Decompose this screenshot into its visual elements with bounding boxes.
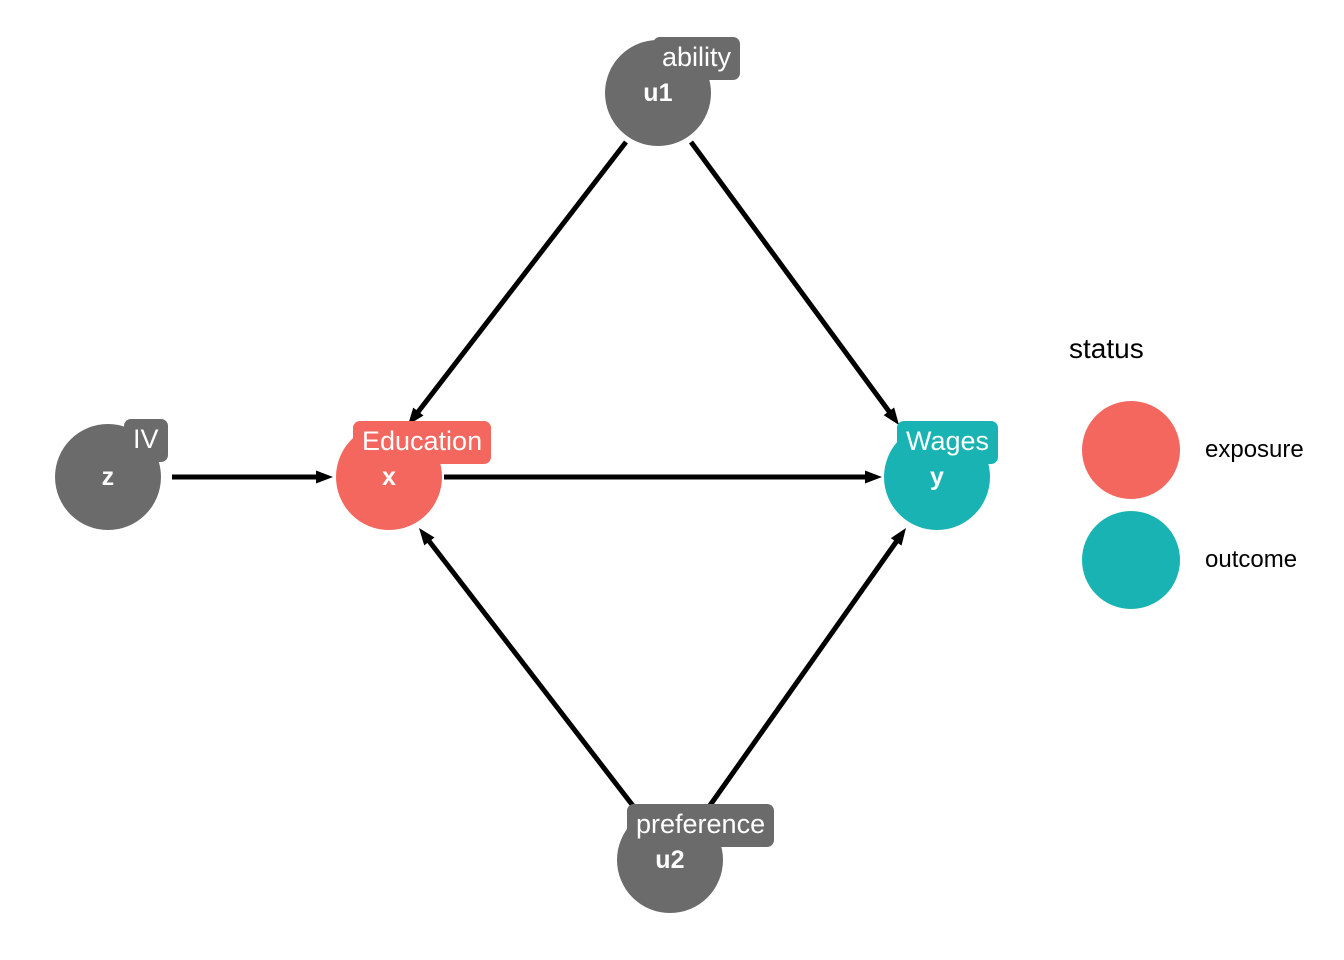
arrowhead-u2-to-y [890,528,906,546]
node-u2-label: preference [627,804,775,847]
node-u1-name: u1 [643,78,673,107]
legend-title: status [1069,333,1144,364]
edges-group [172,140,906,813]
node-u2-name: u2 [655,845,685,874]
edge-u2-to-y [703,538,900,813]
node-z-label: IV [124,419,168,462]
arrowhead-x-to-y [865,470,882,484]
arrowhead-u2-to-x [419,528,435,546]
node-x-label: Education [353,421,492,464]
edge-u2-to-x [426,538,639,813]
edge-u1-to-y [688,140,893,415]
arrowhead-u1-to-x [408,407,424,425]
legend-label-exposure: exposure [1205,436,1304,463]
node-u1-label: ability [653,37,741,80]
arrowhead-u1-to-y [883,407,899,425]
node-z-name: z [101,462,115,491]
arrowhead-z-to-x [316,470,333,484]
legend-label-outcome: outcome [1205,546,1298,573]
legend-swatch-exposure[interactable] [1082,401,1180,499]
node-y-label: Wages [897,421,999,464]
node-y-name: y [929,462,945,491]
legend-swatch-outcome[interactable] [1082,511,1180,609]
node-x-name: x [381,462,397,491]
edge-u1-to-x [415,140,628,415]
